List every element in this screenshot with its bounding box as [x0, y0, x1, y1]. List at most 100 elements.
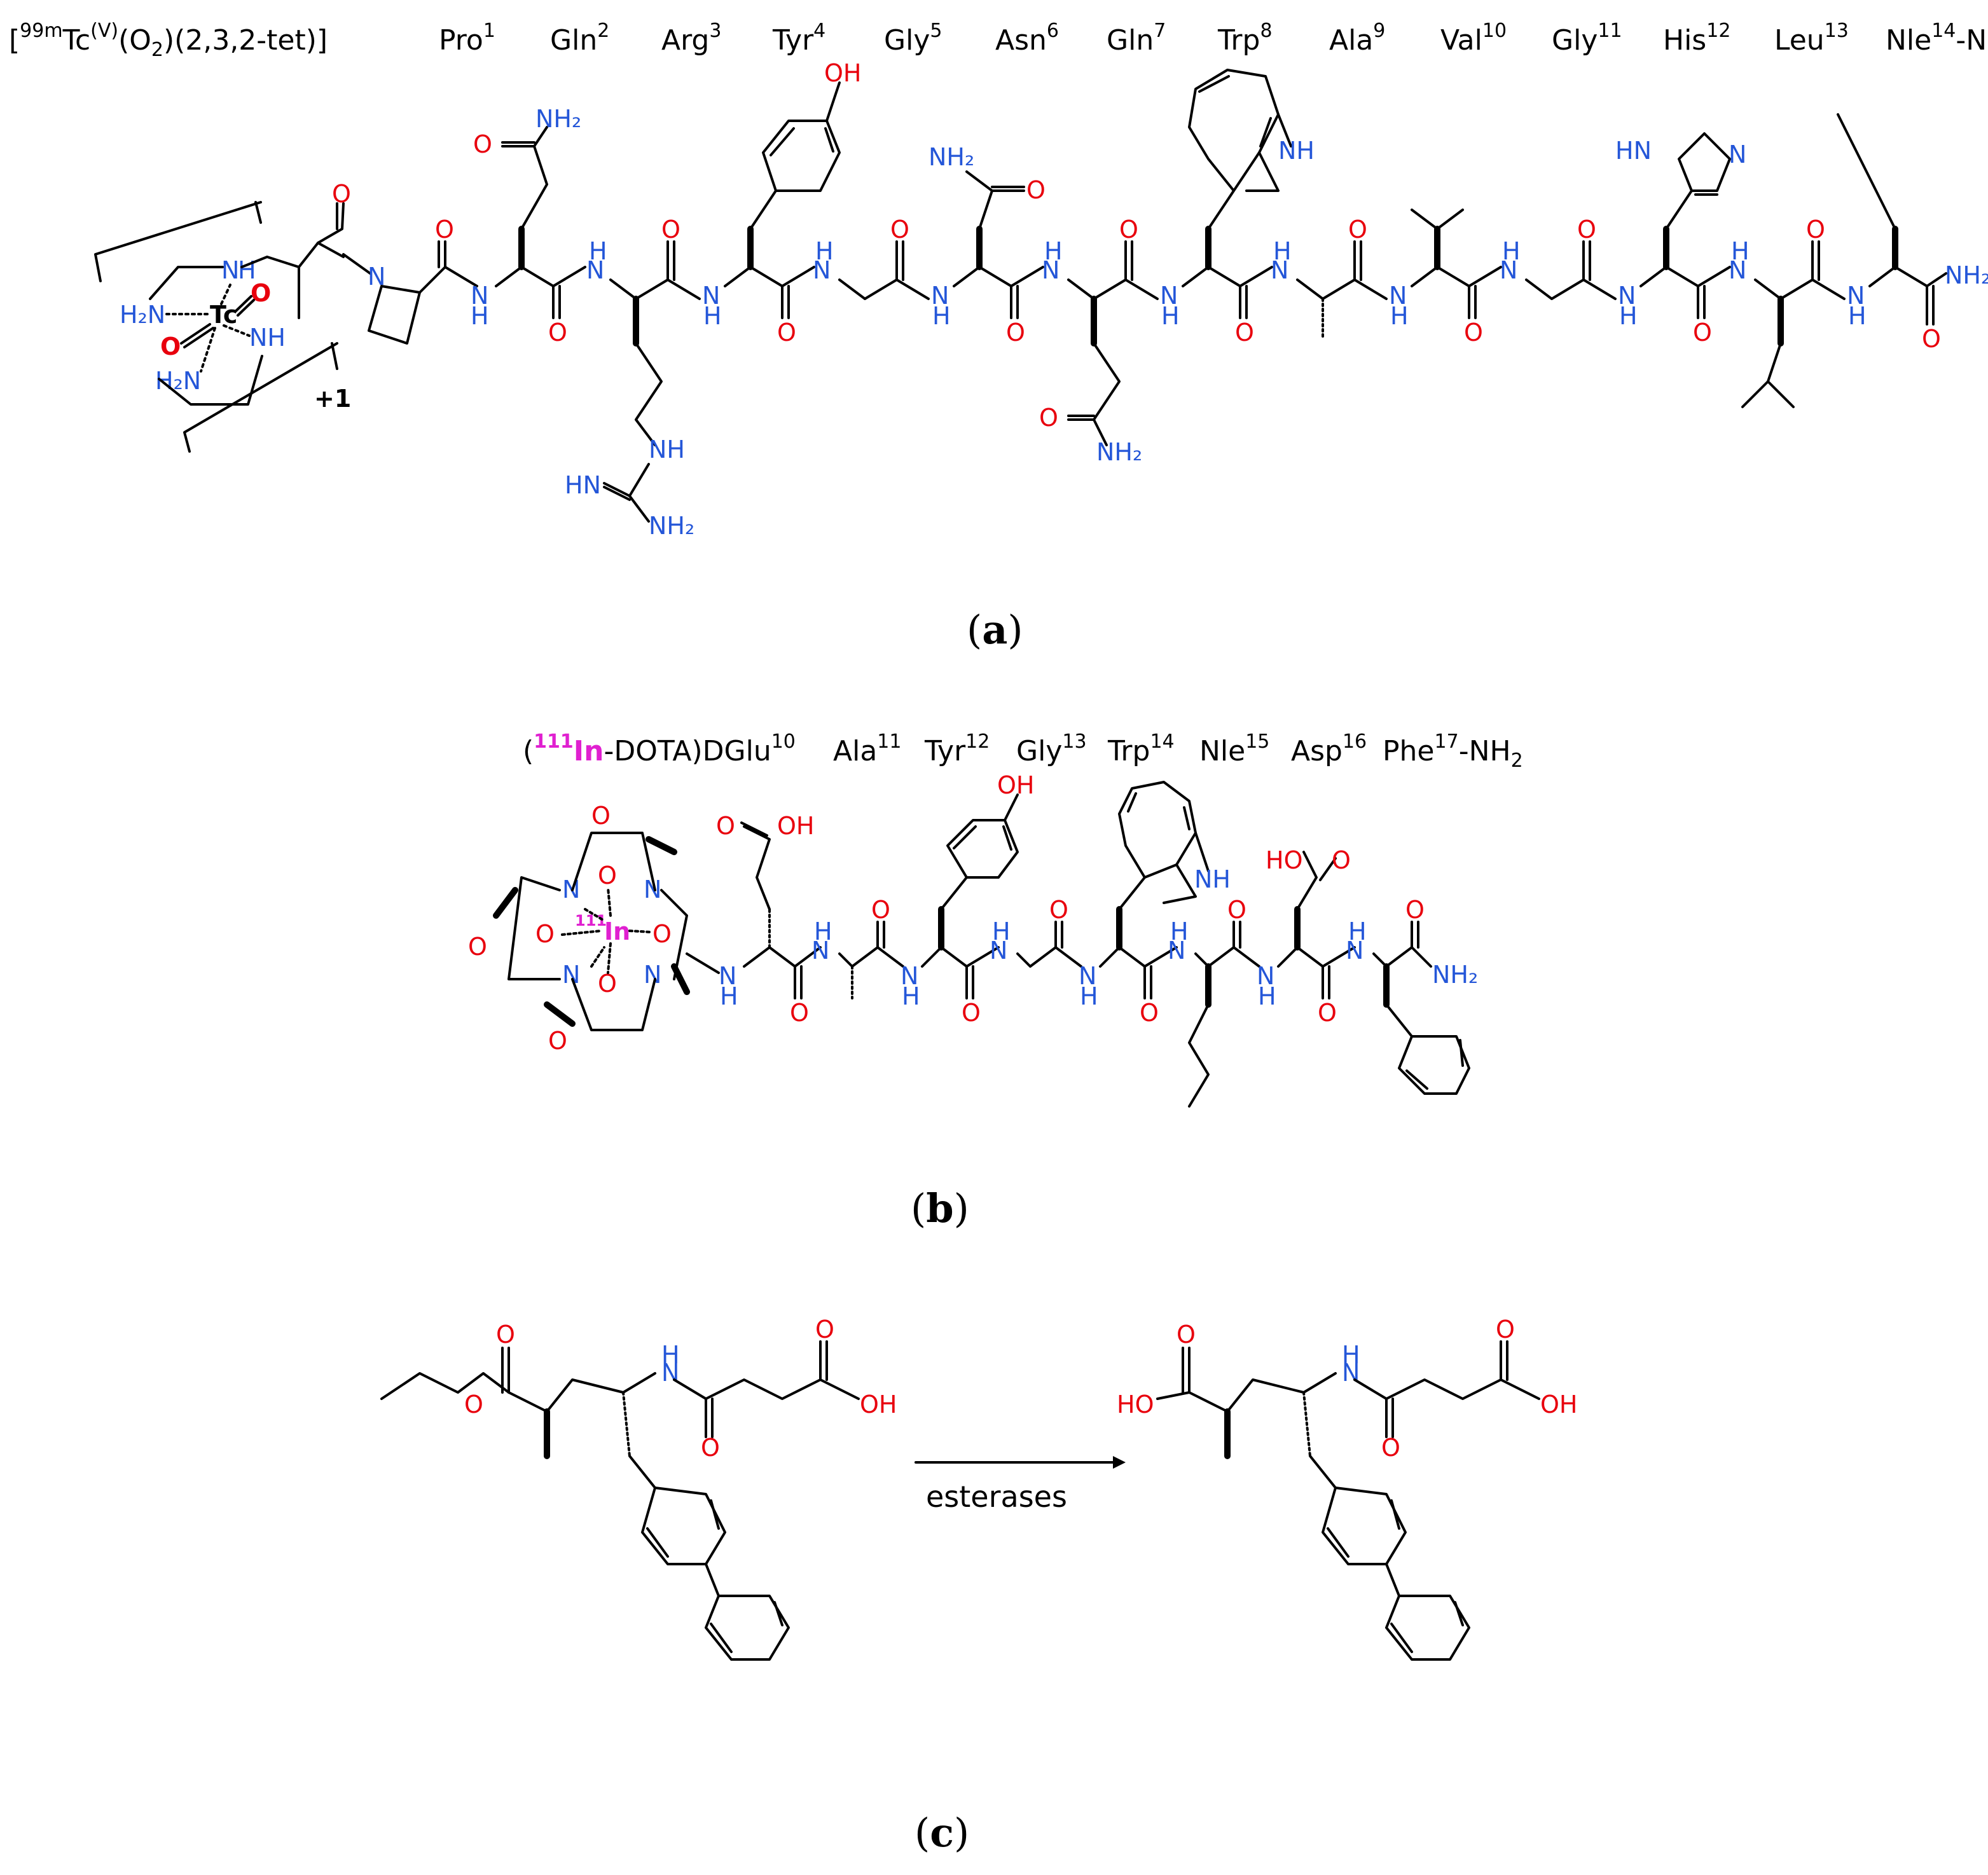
svg-text:H: H — [1170, 917, 1189, 945]
residue-label: Trp8 — [1217, 20, 1273, 57]
tc-atom: Tc — [210, 301, 237, 329]
panel-a-sequence-header: [99mTc(V)(O2)(2,3,2-tet)] — [9, 20, 328, 61]
svg-text:O: O — [777, 319, 796, 347]
svg-text:NH₂: NH₂ — [928, 143, 974, 171]
svg-text:N: N — [719, 962, 736, 990]
residue-label: Asn6 — [995, 20, 1059, 57]
svg-text:NH: NH — [1278, 137, 1315, 165]
svg-text:O: O — [332, 180, 351, 208]
svg-text:O: O — [548, 319, 567, 347]
svg-text:H: H — [1390, 302, 1409, 330]
svg-text:NH: NH — [1194, 865, 1231, 893]
svg-text:H: H — [1348, 917, 1367, 945]
residue-label: Tyr4 — [772, 20, 825, 57]
svg-text:HO: HO — [1266, 846, 1302, 874]
svg-text:NH₂: NH₂ — [1945, 261, 1988, 289]
svg-text:N: N — [471, 282, 488, 310]
svg-text:OH: OH — [777, 812, 814, 840]
svg-text:O: O — [1922, 325, 1941, 353]
svg-text:H: H — [703, 302, 722, 330]
svg-text:O: O — [1318, 999, 1337, 1027]
svg-text:N: N — [813, 256, 831, 284]
svg-text:H: H — [1161, 302, 1180, 330]
svg-text:N: N — [1389, 282, 1407, 310]
residue-label: Phe17-NH2 — [1383, 731, 1523, 772]
svg-text:O: O — [1332, 846, 1351, 874]
svg-text:N: N — [1847, 282, 1865, 310]
svg-text:H: H — [1080, 982, 1098, 1010]
residue-label: Asp16 — [1291, 731, 1367, 767]
indium-atom: In — [604, 917, 630, 945]
svg-text:O: O — [1235, 319, 1254, 347]
svg-text:111: 111 — [575, 912, 607, 930]
svg-text:O: O — [1381, 1434, 1400, 1462]
svg-text:O: O — [598, 970, 617, 998]
residue-label: Gly11 — [1552, 20, 1622, 57]
svg-text:NH₂: NH₂ — [535, 105, 581, 133]
svg-text:OH: OH — [860, 1391, 897, 1418]
svg-text:N: N — [1168, 937, 1185, 965]
svg-text:O: O — [701, 1434, 720, 1462]
svg-text:H: H — [661, 1341, 680, 1369]
svg-text:H: H — [1342, 1341, 1360, 1369]
svg-text:N: N — [562, 876, 580, 903]
svg-text:N: N — [811, 937, 829, 965]
svg-text:O: O — [1140, 999, 1159, 1027]
svg-text:H: H — [814, 917, 832, 945]
svg-text:N: N — [1042, 256, 1060, 284]
svg-text:O: O — [716, 812, 735, 840]
svg-text:H: H — [1731, 237, 1750, 265]
residue-label: His12 — [1663, 20, 1730, 57]
svg-text:HO: HO — [1117, 1391, 1154, 1418]
svg-text:O: O — [435, 216, 454, 244]
svg-text:O: O — [871, 896, 890, 924]
svg-text:O: O — [464, 1391, 483, 1418]
residue-label: Gly13 — [1016, 731, 1087, 767]
svg-text:O: O — [962, 999, 981, 1027]
svg-text:H: H — [589, 237, 607, 265]
svg-text:H: H — [902, 982, 920, 1010]
svg-text:O: O — [496, 1321, 515, 1349]
residue-label: Pro1 — [439, 20, 495, 57]
svg-text:O: O — [468, 933, 487, 961]
svg-text:NH: NH — [649, 436, 685, 464]
svg-text:O: O — [1049, 896, 1068, 924]
svg-text:O: O — [251, 279, 271, 307]
svg-text:N: N — [1729, 256, 1746, 284]
residue-label: Ala11 — [833, 731, 901, 767]
svg-text:N: N — [1271, 256, 1288, 284]
panel-c-structure: O O H N O O OH esterases O HO H N — [380, 1315, 1577, 1661]
svg-text:O: O — [1039, 404, 1058, 432]
svg-text:OH: OH — [824, 59, 861, 87]
svg-text:N: N — [931, 282, 949, 310]
panel-c-label: (c) — [915, 1810, 969, 1856]
panel-b-sequence-header: (111In-DOTA)DGlu10 — [523, 731, 796, 767]
svg-text:HN: HN — [1615, 137, 1652, 165]
svg-text:O: O — [790, 999, 809, 1027]
svg-text:HN: HN — [565, 471, 601, 499]
bracket-right-bottom — [183, 342, 338, 453]
svg-text:OH: OH — [1540, 1391, 1577, 1418]
residue-label: Arg3 — [661, 20, 721, 57]
svg-text:H: H — [932, 302, 951, 330]
svg-text:N: N — [1079, 962, 1096, 990]
svg-text:N: N — [1346, 937, 1363, 965]
svg-text:O: O — [160, 333, 181, 361]
svg-text:NH: NH — [249, 324, 286, 352]
svg-text:N: N — [1500, 256, 1517, 284]
svg-text:H: H — [1848, 302, 1867, 330]
residue-label: Gly5 — [884, 20, 942, 57]
svg-text:H: H — [1273, 237, 1292, 265]
svg-text:O: O — [473, 130, 492, 158]
svg-text:NH₂: NH₂ — [1432, 961, 1478, 989]
svg-text:N: N — [1257, 962, 1274, 990]
svg-text:N: N — [221, 256, 239, 284]
svg-text:N: N — [586, 256, 604, 284]
residue-label: Gln7 — [1107, 20, 1166, 57]
svg-text:O: O — [1026, 176, 1046, 204]
svg-text:O: O — [1405, 896, 1425, 924]
residue-label: Gln2 — [550, 20, 609, 57]
